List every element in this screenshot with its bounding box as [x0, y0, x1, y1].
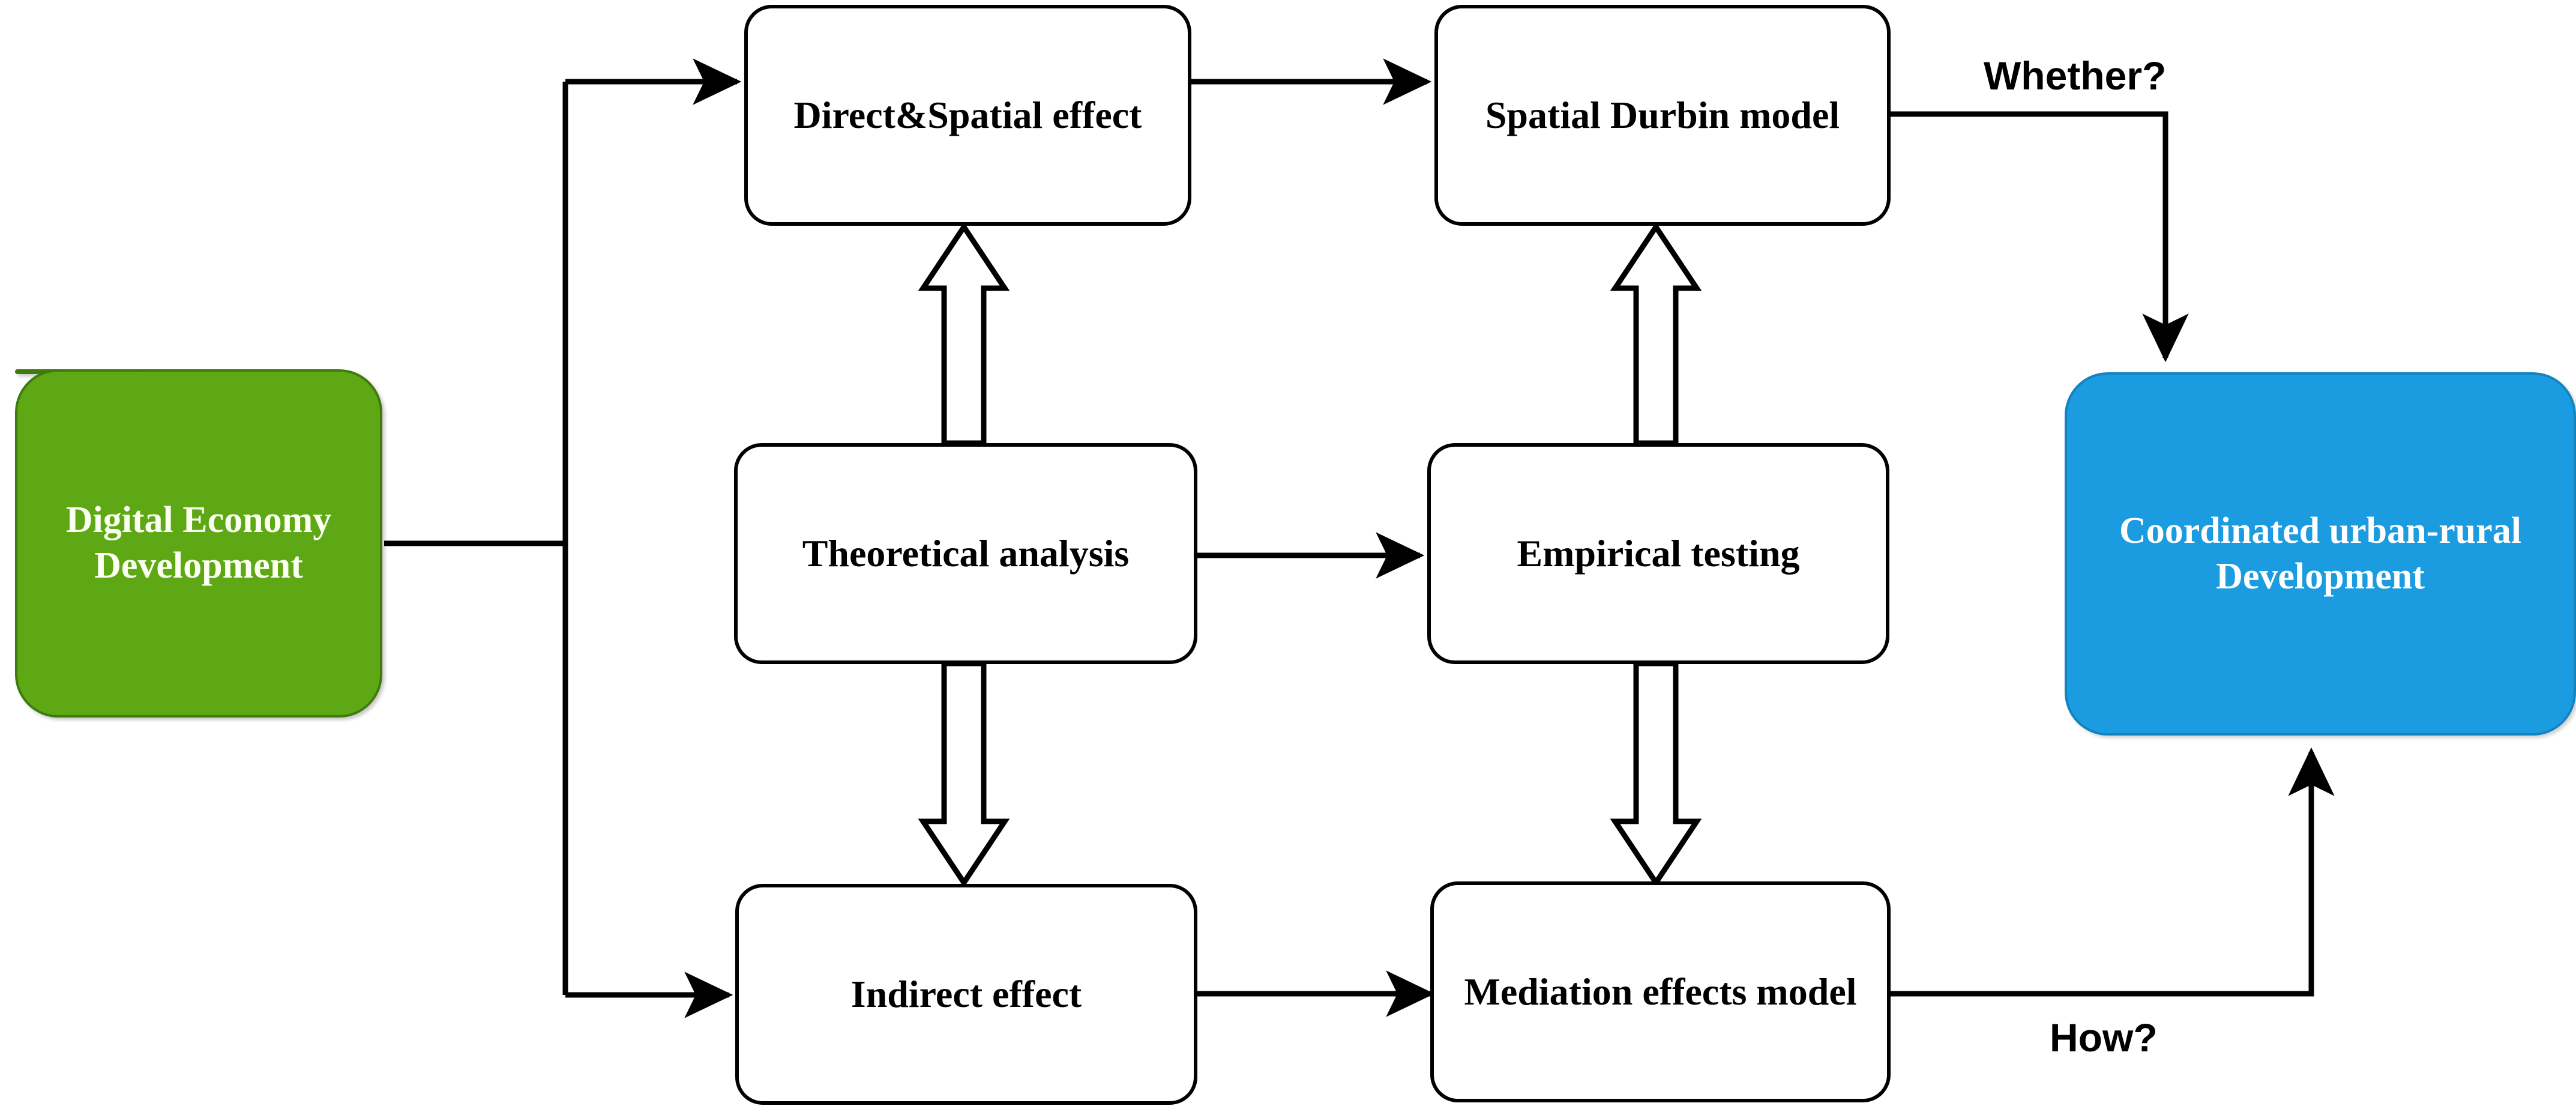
- block-arrow-theoretical-down-indirect: [918, 660, 1010, 888]
- block-arrow-theoretical-up-direct: [918, 222, 1010, 446]
- node-indirect-effect[interactable]: Indirect effect: [735, 884, 1197, 1105]
- node-spatial-durbin-model[interactable]: Spatial Durbin model: [1434, 5, 1891, 226]
- edge-label-how: How?: [2050, 1015, 2158, 1060]
- node-label-mediation-effects-model: Mediation effects model: [1464, 970, 1857, 1013]
- node-coordinated-urban-rural-development[interactable]: Coordinated urban-rural Development: [2065, 372, 2576, 736]
- block-arrow-empirical-down-mediation: [1610, 660, 1702, 888]
- node-label-direct-spatial-effect: Direct&Spatial effect: [793, 93, 1142, 136]
- node-label-source: Digital Economy Development: [65, 500, 332, 586]
- node-label-empirical-testing: Empirical testing: [1517, 531, 1800, 575]
- edge-durbin-to-target: [1891, 111, 2189, 363]
- node-mediation-effects-model[interactable]: Mediation effects model: [1430, 881, 1891, 1102]
- node-theoretical-analysis[interactable]: Theoretical analysis: [734, 443, 1197, 664]
- block-arrow-empirical-up-durbin: [1610, 222, 1702, 446]
- edge-mediation-to-target: [1891, 747, 2335, 997]
- node-label-theoretical-analysis: Theoretical analysis: [802, 531, 1130, 575]
- node-digital-economy-development[interactable]: Digital Economy Development: [15, 369, 382, 718]
- node-label-spatial-durbin-model: Spatial Durbin model: [1485, 93, 1840, 136]
- node-label-indirect-effect: Indirect effect: [850, 972, 1082, 1015]
- node-empirical-testing[interactable]: Empirical testing: [1427, 443, 1889, 664]
- node-label-target: Coordinated urban-rural Development: [2119, 510, 2521, 597]
- edge-source-fanout: [384, 58, 742, 1018]
- edge-label-whether: Whether?: [1984, 53, 2167, 98]
- node-direct-spatial-effect[interactable]: Direct&Spatial effect: [744, 5, 1191, 226]
